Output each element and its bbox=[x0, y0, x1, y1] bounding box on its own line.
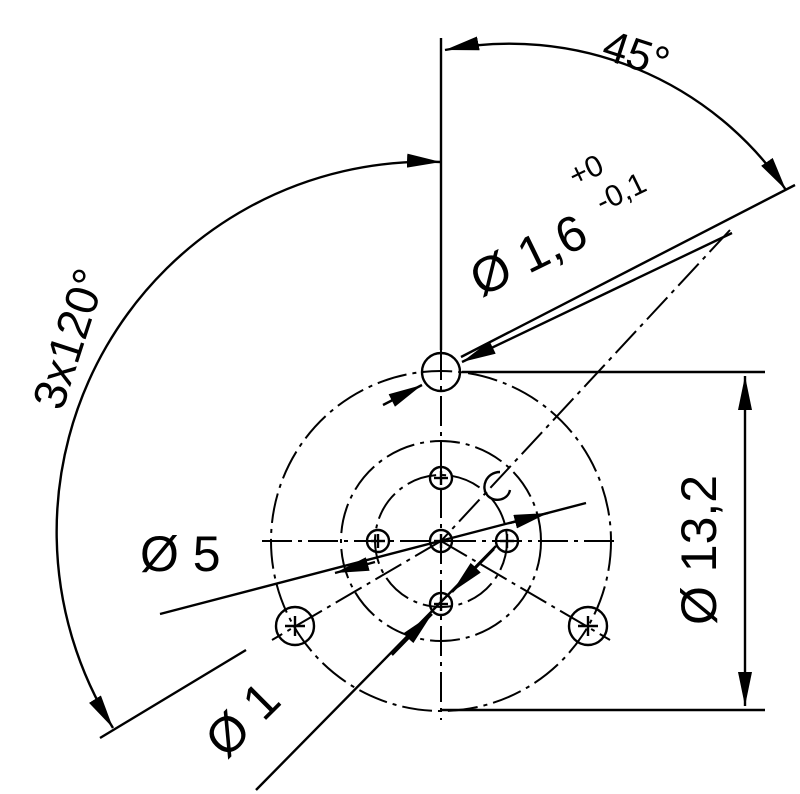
angle-3x120-dimension-arc bbox=[55, 153, 442, 729]
angle-45-dimension-arc bbox=[444, 36, 787, 191]
lower-right-hole-circle bbox=[567, 605, 609, 647]
diagonal-center-line-left bbox=[271, 540, 442, 641]
pin-dia-label: Ø 1 bbox=[194, 671, 291, 768]
hole-dia-leader-line bbox=[461, 231, 733, 364]
diagonal-center-line-right bbox=[440, 540, 611, 641]
angle-45-reference-line bbox=[460, 183, 796, 359]
key-notch bbox=[483, 470, 512, 502]
hole-dia-label: Ø 1,6 bbox=[461, 203, 595, 307]
angle-120-reference-line bbox=[99, 648, 247, 740]
angle-3x120-label: 3x120° bbox=[22, 262, 116, 415]
bolt-circle-outer-label: Ø 13,2 bbox=[671, 475, 727, 625]
angle-45-label: 45° bbox=[597, 21, 675, 88]
hole-dia-arrow-left bbox=[382, 383, 423, 407]
bolt-circle-inner-label: Ø 5 bbox=[140, 526, 221, 582]
lower-left-hole-circle bbox=[274, 605, 316, 647]
key-center-line bbox=[440, 229, 731, 542]
